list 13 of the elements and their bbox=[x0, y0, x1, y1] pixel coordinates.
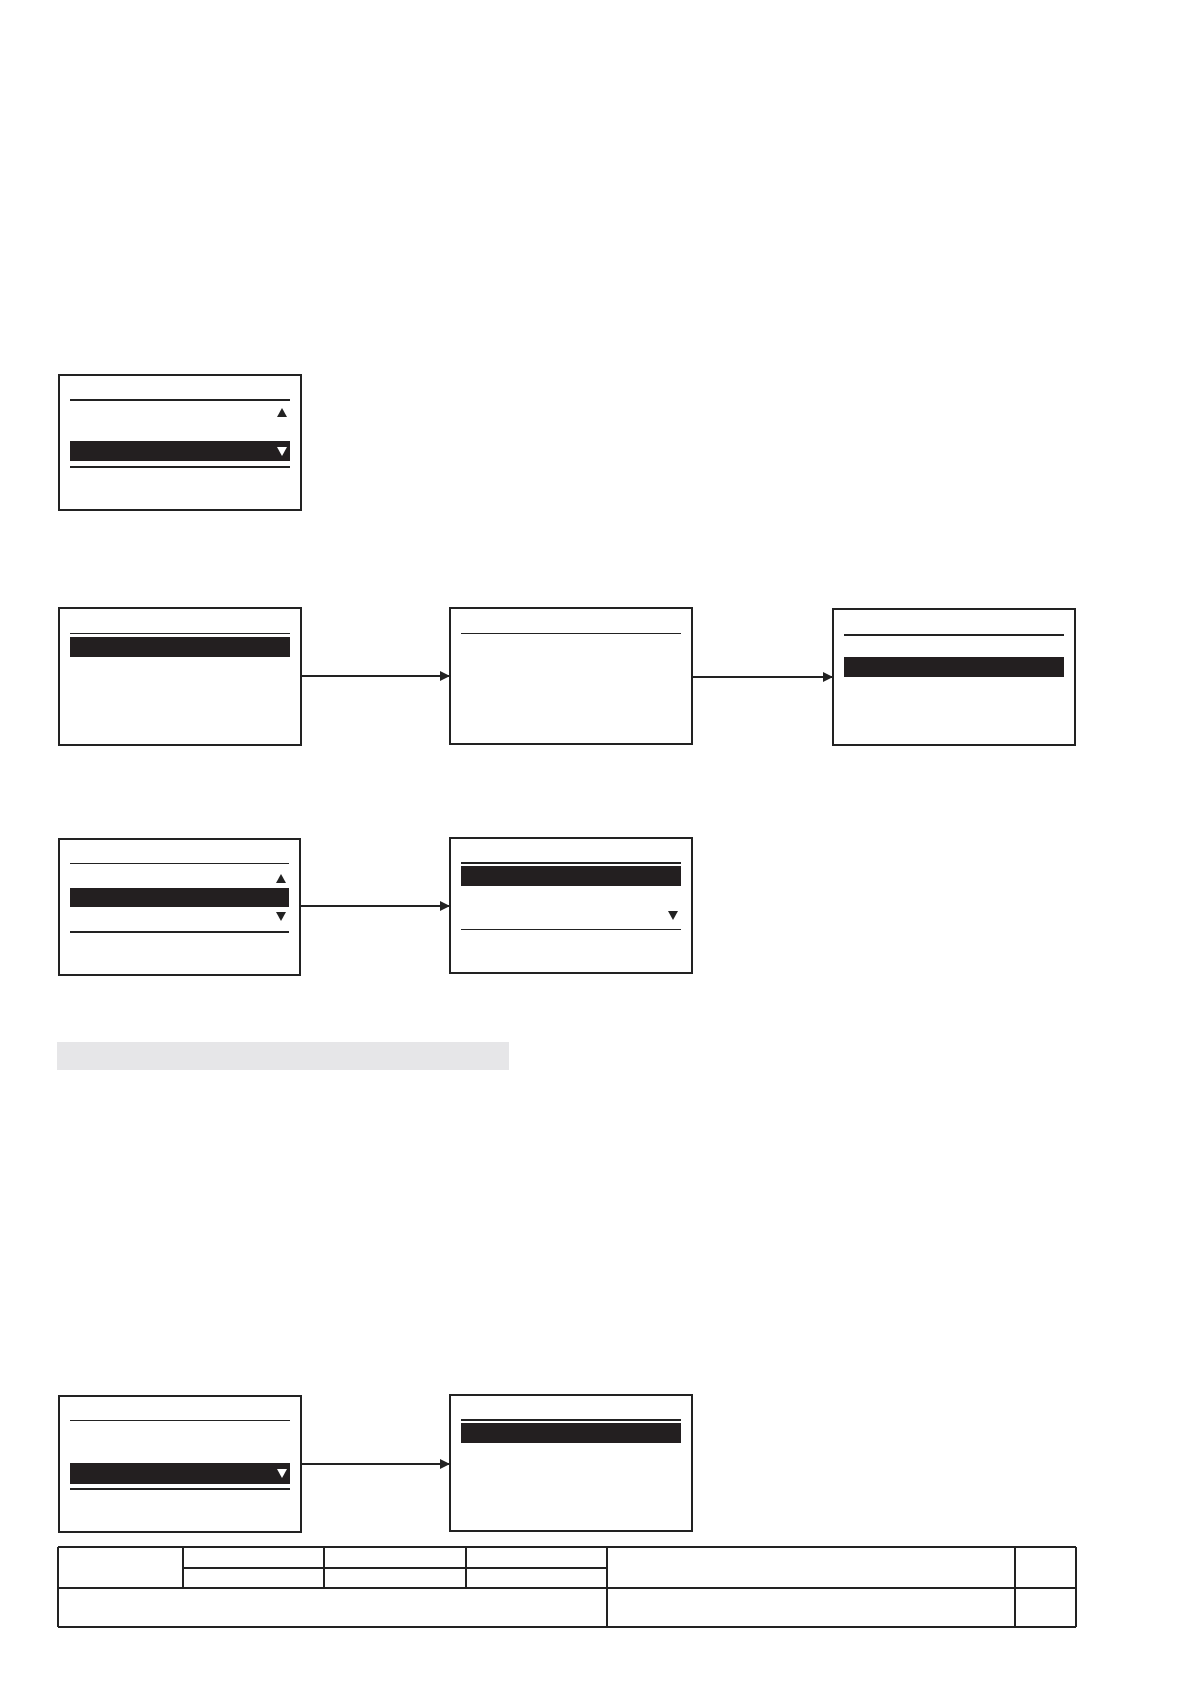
screen-box bbox=[449, 1394, 693, 1532]
screen-box bbox=[449, 607, 693, 745]
arrow bbox=[301, 671, 450, 681]
arrow bbox=[692, 672, 833, 682]
screen-box bbox=[58, 838, 301, 976]
screen-box bbox=[58, 607, 302, 746]
screen-box bbox=[58, 1395, 302, 1533]
screen-box bbox=[58, 374, 302, 511]
screen-box bbox=[449, 837, 693, 974]
shaded-band bbox=[57, 1042, 509, 1070]
arrow bbox=[301, 1459, 450, 1469]
arrow bbox=[300, 901, 450, 911]
screen-box bbox=[832, 608, 1076, 746]
